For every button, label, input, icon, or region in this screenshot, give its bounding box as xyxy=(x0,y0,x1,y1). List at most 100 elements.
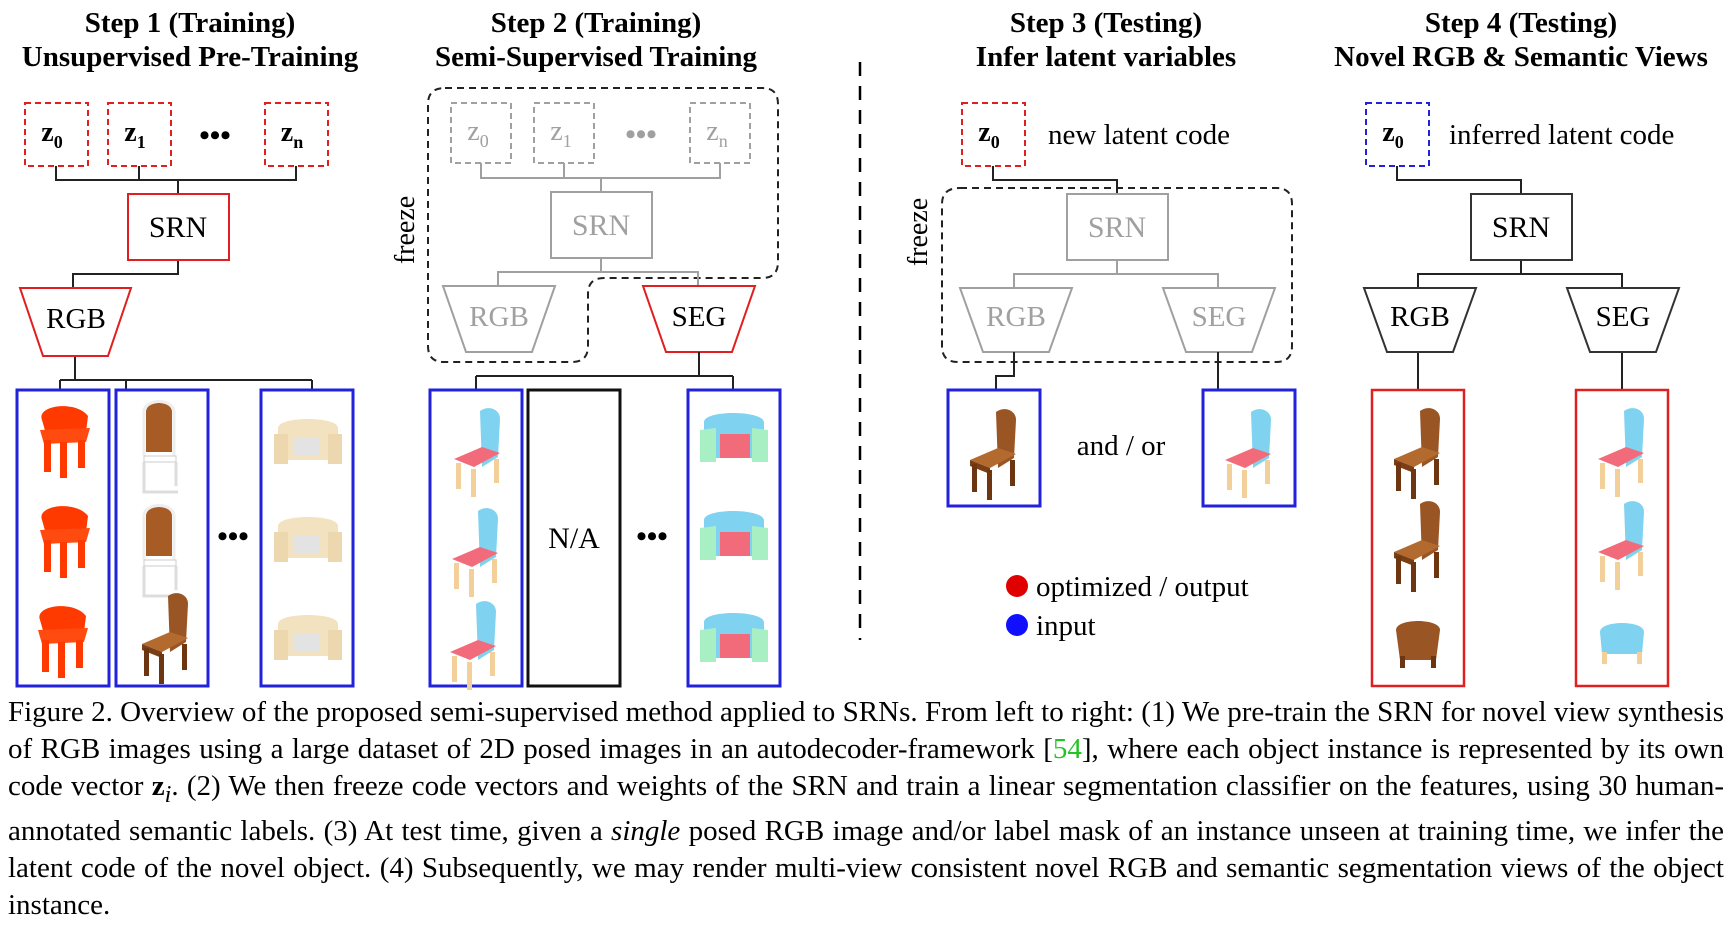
novel-view-chair-rgb xyxy=(1396,621,1440,668)
latent-code-box xyxy=(264,102,329,167)
freeze-region xyxy=(941,187,1293,363)
srn-block xyxy=(550,191,653,259)
output-rgb-column xyxy=(1370,388,1466,688)
seg-decoder-label: SEG xyxy=(1596,301,1651,333)
na-column xyxy=(526,388,622,688)
novel-view-chair-seg xyxy=(1598,501,1644,590)
srn-label: SRN xyxy=(1492,211,1550,244)
legend-label-input: input xyxy=(1036,610,1096,642)
novel-view-chair-seg xyxy=(1600,623,1644,664)
figure-caption: Figure 2. Overview of the proposed semi-… xyxy=(8,694,1724,924)
segmented-chair xyxy=(454,408,500,497)
code-vector-subscript: i xyxy=(164,780,172,808)
z0-label: z xyxy=(978,117,990,148)
rendered-chair-wire xyxy=(142,400,180,494)
srn-label: SRN xyxy=(149,211,207,244)
step3-title: Step 3 (Testing) xyxy=(1010,7,1202,39)
srn-block xyxy=(1470,193,1573,261)
diagram: Step 1 (Training) Unsupervised Pre-Train… xyxy=(15,7,1708,690)
svg-text:z0: z0 xyxy=(978,117,999,152)
latent-code-box xyxy=(1365,102,1430,167)
novel-view-chair-rgb xyxy=(1394,501,1440,592)
seg-decoder xyxy=(1161,287,1277,353)
rgb-decoder xyxy=(18,287,133,357)
srn-label: SRN xyxy=(1088,211,1146,244)
code-vector-symbol: z xyxy=(151,770,165,802)
segmented-chair xyxy=(450,601,496,690)
legend-label-optimized: optimized / output xyxy=(1036,571,1249,603)
caption-part-4: posed RGB image and/or label mask of an … xyxy=(8,814,1724,921)
input-rgb-image xyxy=(946,388,1042,508)
zn-label: z xyxy=(706,116,718,147)
svg-text:zn: zn xyxy=(706,116,727,151)
image-column xyxy=(428,388,524,688)
novel-view-chair-seg xyxy=(1598,408,1644,497)
caption-part-3: . (2) We then freeze code vectors and we… xyxy=(8,770,1724,847)
rgb-decoder xyxy=(958,287,1074,353)
and-or-label: and / or xyxy=(1077,430,1166,462)
step1-title: Step 1 (Training) xyxy=(85,7,296,39)
input-seg-image xyxy=(1201,388,1297,508)
ellipsis: ••• xyxy=(636,520,668,553)
step2-title: Step 2 (Training) xyxy=(491,7,702,39)
image-column xyxy=(259,388,355,688)
seg-decoder-label: SEG xyxy=(672,301,727,333)
srn-block xyxy=(1066,193,1169,261)
rgb-decoder-label: RGB xyxy=(986,301,1046,333)
rgb-decoder-label: RGB xyxy=(1390,301,1450,333)
step2-panel: freeze z0 z1 zn ••• SRN RGB SEG N/A ••• xyxy=(390,87,782,690)
rendered-chair-wire xyxy=(142,593,188,684)
svg-text:z0: z0 xyxy=(41,117,62,152)
output-seg-column xyxy=(1574,388,1670,688)
seg-decoder-label: SEG xyxy=(1192,301,1247,333)
step3-panel: z0 new latent code freeze SRN RGB SEG an… xyxy=(903,102,1297,642)
z1-subscript: 1 xyxy=(563,131,572,151)
z1-label: z xyxy=(124,117,136,148)
image-column xyxy=(15,388,111,688)
inferred-latent-code-label: inferred latent code xyxy=(1449,119,1674,151)
srn-block xyxy=(127,193,230,261)
segmented-sofa xyxy=(700,413,768,462)
ellipsis: ••• xyxy=(199,119,231,152)
rendered-chair-wire xyxy=(142,504,180,598)
latent-code-box xyxy=(961,102,1026,167)
citation-link[interactable]: 54 xyxy=(1052,733,1082,765)
z0-subscript: 0 xyxy=(991,132,1000,152)
rendered-chair-red xyxy=(40,406,90,478)
step4-panel: z0 inferred latent code SRN RGB SEG xyxy=(1362,102,1681,688)
svg-text:z1: z1 xyxy=(550,116,571,151)
rendered-sofa xyxy=(274,419,342,464)
zn-subscript: n xyxy=(293,132,303,152)
segmented-chair xyxy=(452,508,498,597)
na-label: N/A xyxy=(548,522,600,555)
ellipsis: ••• xyxy=(217,520,249,553)
ellipsis: ••• xyxy=(625,118,657,151)
z0-label: z xyxy=(467,116,479,147)
z1-label: z xyxy=(550,116,562,147)
image-column xyxy=(114,388,210,688)
seg-decoder xyxy=(641,285,757,353)
segmented-sofa xyxy=(700,613,768,662)
legend-swatch-input xyxy=(1006,614,1028,636)
zn-subscript: n xyxy=(719,131,728,151)
freeze-region xyxy=(427,87,779,363)
zn-label: z xyxy=(281,117,293,148)
z0-subscript: 0 xyxy=(54,132,63,152)
rgb-decoder xyxy=(1362,287,1478,353)
z1-subscript: 1 xyxy=(137,132,146,152)
rendered-chair-red xyxy=(38,606,88,678)
input-chair-rgb xyxy=(970,409,1016,500)
rgb-decoder-label: RGB xyxy=(469,301,529,333)
image-column xyxy=(686,388,782,688)
legend: optimized / output input xyxy=(1006,571,1249,642)
freeze-label: freeze xyxy=(903,198,934,266)
rgb-decoder-label: RGB xyxy=(46,303,106,335)
rendered-sofa xyxy=(274,615,342,660)
step4-title: Step 4 (Testing) xyxy=(1425,7,1617,39)
z0-label: z xyxy=(1382,117,1394,148)
svg-text:z1: z1 xyxy=(124,117,145,152)
svg-text:zn: zn xyxy=(281,117,303,152)
rendered-chair-red xyxy=(40,506,90,578)
input-chair-seg xyxy=(1225,409,1271,498)
